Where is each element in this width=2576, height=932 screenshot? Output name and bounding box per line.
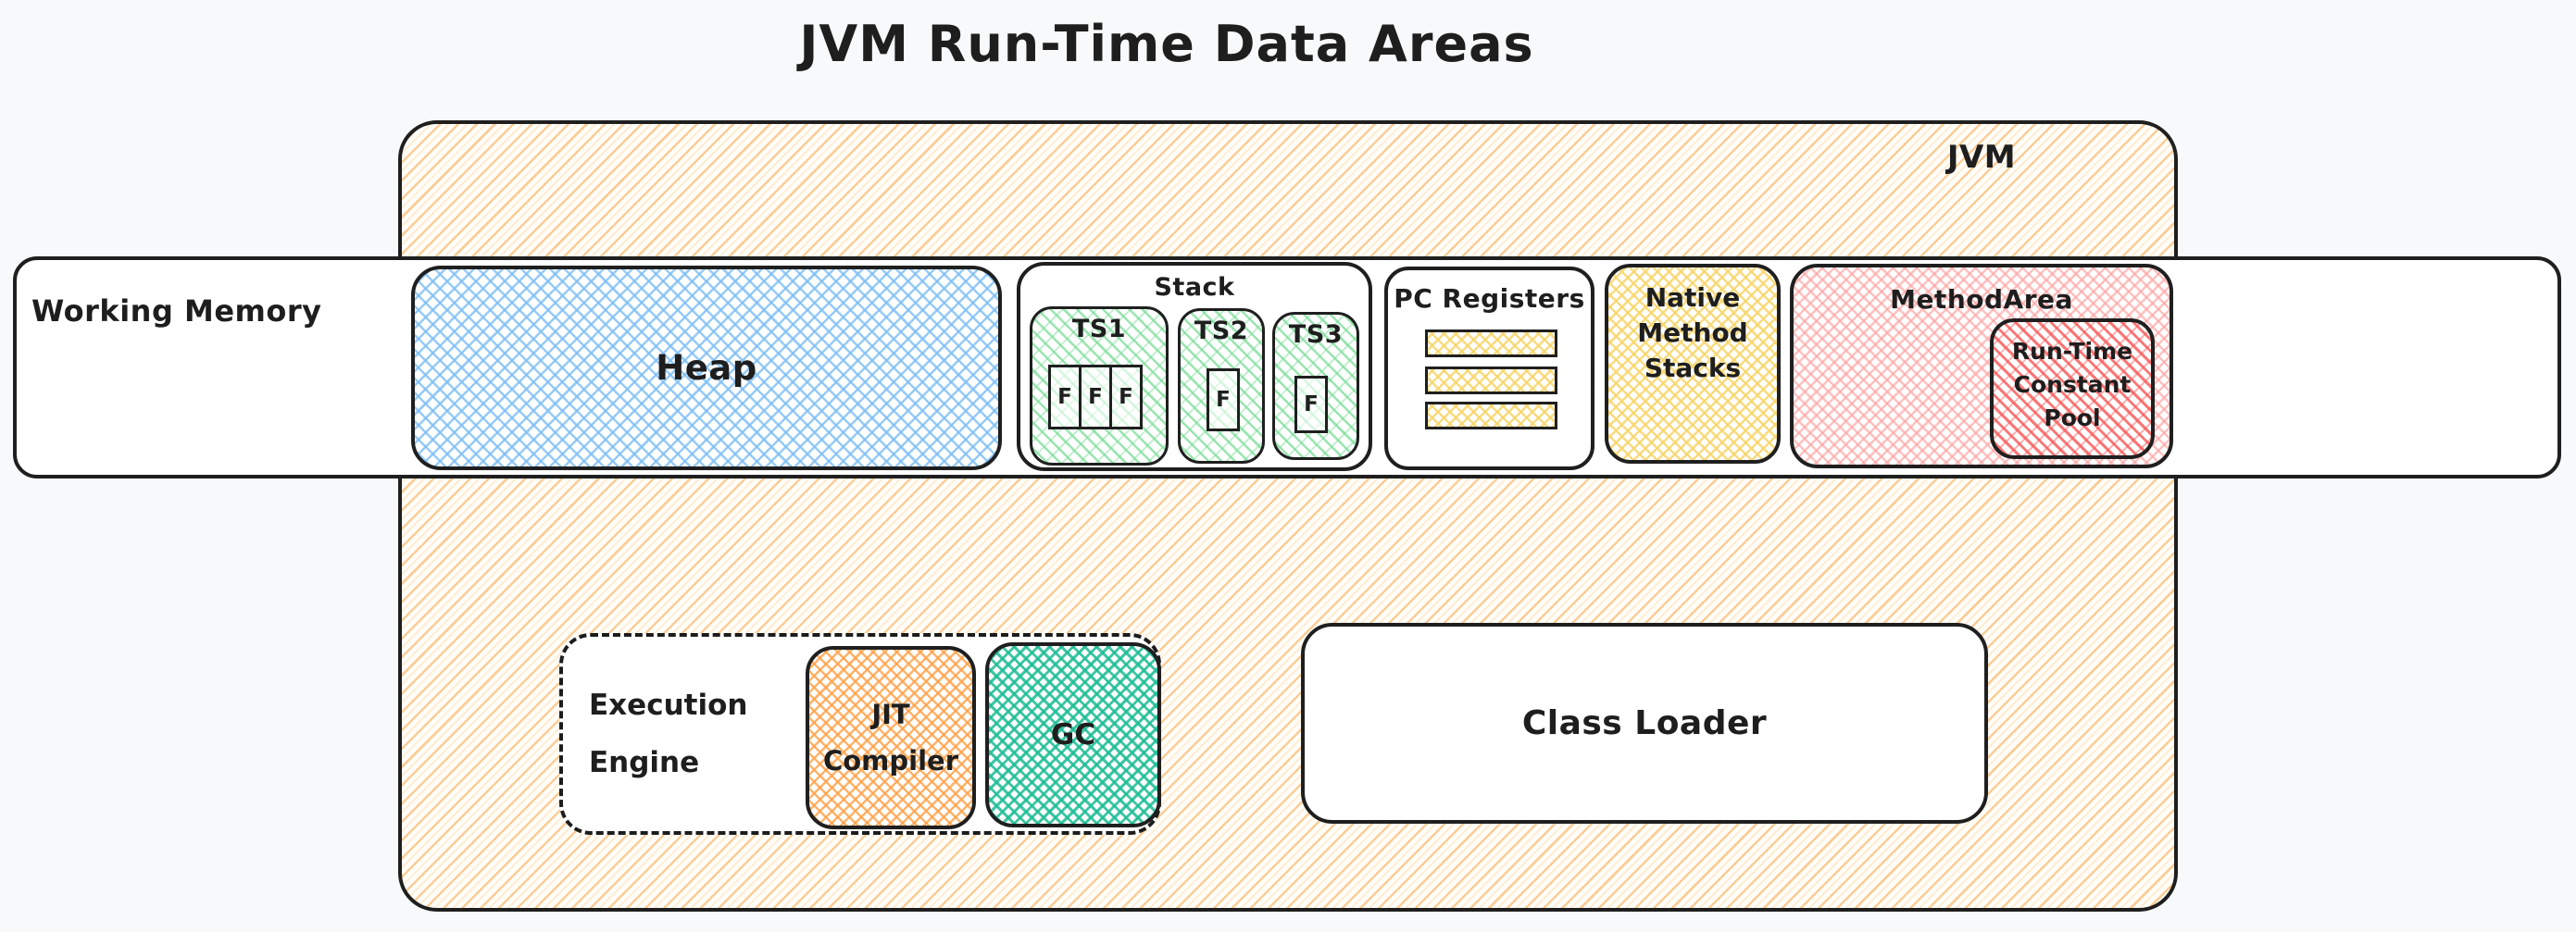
jvm-label: JVM <box>1946 139 2017 176</box>
rtcp-line: Constant <box>2013 371 2132 398</box>
class-loader-label: Class Loader <box>1521 704 1768 742</box>
native-method-stacks-box: Native Method Stacks <box>1605 264 1781 464</box>
frame-box: F <box>1048 365 1082 429</box>
ts1-label: TS1 <box>1071 315 1127 343</box>
stack-label: Stack <box>1154 273 1235 302</box>
diagram-title: JVM Run-Time Data Areas <box>799 15 1534 73</box>
gc-label: GC <box>1050 718 1096 752</box>
ts2-label: TS2 <box>1194 317 1249 345</box>
working-memory-label: Working Memory <box>31 293 322 329</box>
heap-label: Heap <box>656 348 757 388</box>
gc-box: GC <box>985 642 1161 827</box>
pc-registers-label: PC Registers <box>1394 283 1585 314</box>
frame-box: F <box>1207 368 1240 431</box>
native-method-stacks-label: Native Method Stacks <box>1608 267 1777 386</box>
thread-stack-ts1: TS1 F F F <box>1030 306 1169 466</box>
native-line: Stacks <box>1644 353 1742 383</box>
runtime-constant-pool-label: Run-Time Constant Pool <box>1994 322 2151 435</box>
pc-registers-box: PC Registers <box>1384 267 1594 470</box>
register-bar <box>1425 402 1557 429</box>
ts1-frames: F F F <box>1048 365 1143 429</box>
register-bar <box>1425 329 1557 357</box>
jit-label-line: JIT <box>871 699 910 730</box>
ts3-label: TS3 <box>1288 320 1344 349</box>
heap-box: Heap <box>411 266 1002 470</box>
jit-compiler-box: JIT Compiler <box>806 646 976 829</box>
runtime-constant-pool-box: Run-Time Constant Pool <box>1990 318 2155 459</box>
method-area-label: MethodArea <box>1890 284 2073 315</box>
rtcp-line: Run-Time <box>2011 338 2133 365</box>
execution-engine-label-line: Engine <box>589 746 700 779</box>
method-area-box: MethodArea Run-Time Constant Pool <box>1790 264 2173 468</box>
stack-box: Stack TS1 F F F TS2 F TS3 F <box>1017 262 1372 471</box>
execution-engine-label-line: Execution <box>589 689 748 722</box>
native-line: Method <box>1637 317 1748 348</box>
register-bar <box>1425 367 1557 394</box>
frame-box: F <box>1294 376 1328 433</box>
execution-engine-label: Execution Engine <box>589 637 747 831</box>
thread-stack-ts2: TS2 F <box>1178 308 1265 464</box>
frame-box: F <box>1079 365 1112 429</box>
jit-label-line: Compiler <box>822 745 959 777</box>
native-line: Native <box>1644 282 1741 313</box>
execution-engine-box: Execution Engine JIT Compiler GC <box>559 633 1161 835</box>
rtcp-line: Pool <box>2044 404 2101 431</box>
class-loader-box: Class Loader <box>1301 623 1988 824</box>
frame-box: F <box>1109 365 1143 429</box>
thread-stack-ts3: TS3 F <box>1272 312 1359 460</box>
